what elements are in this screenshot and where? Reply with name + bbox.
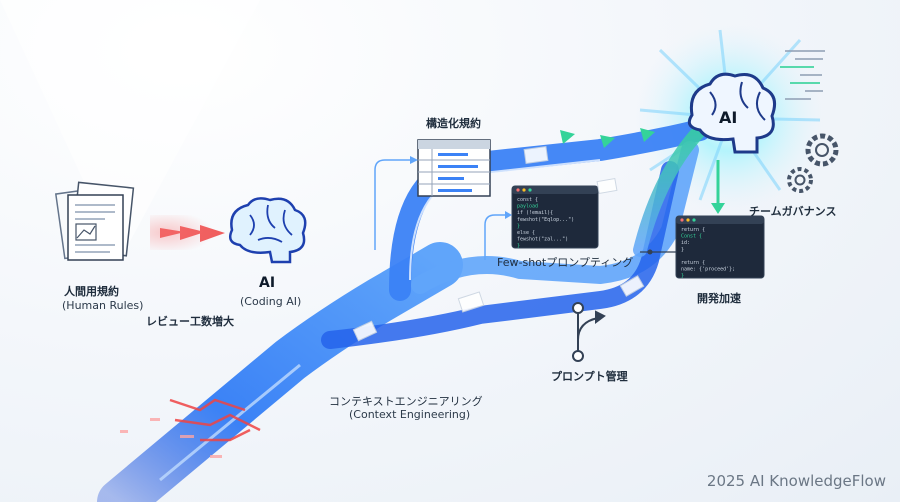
human-rules-label: 人間用規約 <box>64 285 119 298</box>
dev-code-panel: return { Const { id: } return { name: {'… <box>675 215 765 279</box>
coding-ai-label: (Coding AI) <box>240 295 302 308</box>
context-engineering-label: コンテキストエンジニアリング <box>329 395 483 408</box>
prompt-management-label: プロンプト管理 <box>551 370 628 383</box>
team-governance-label: チームガバナンス <box>749 205 837 218</box>
context-engineering-en-label: (Context Engineering) <box>349 408 471 421</box>
code-line: Const { <box>681 234 702 240</box>
code-line: name: {'proceed'}; <box>681 267 735 273</box>
code-line: } <box>517 223 520 229</box>
green-arrows <box>560 128 655 148</box>
watermark: 2025 AI KnowledgeFlow <box>706 472 886 490</box>
branch-icon <box>572 302 606 362</box>
brain-icon-left <box>229 197 307 264</box>
few-shot-label: Few-shotプロンプティング <box>497 256 634 269</box>
context-road-trunk <box>97 242 463 502</box>
few-shot-code-panel: const { payload if (!email){ fewshot("Eq… <box>511 185 599 249</box>
code-line: payload <box>517 204 538 210</box>
code-line: } <box>517 243 520 249</box>
code-line: id: <box>681 240 690 246</box>
road-lower <box>321 161 679 349</box>
review-increase-label: レビュー工数増大 <box>146 315 234 328</box>
code-line: return { <box>681 260 705 266</box>
structured-rules-label: 構造化規約 <box>426 117 481 130</box>
code-line: } <box>681 273 684 279</box>
code-line: } <box>681 247 684 253</box>
code-line: return { <box>681 227 705 233</box>
code-line: if (!email){ <box>517 210 553 216</box>
brain-icon-right <box>687 72 776 154</box>
gear-icon <box>787 133 839 193</box>
human-rules-en-label: (Human Rules) <box>62 299 144 312</box>
code-line: else { <box>517 230 535 236</box>
code-line: const { <box>517 197 538 203</box>
ai-right-label: AI <box>719 108 738 127</box>
structured-rules-table-icon <box>417 139 491 197</box>
documents-icon <box>54 181 135 261</box>
ai-left-label: AI <box>259 275 276 291</box>
code-line: fewshot("Eqlop...") <box>517 217 574 223</box>
dev-speed-label: 開発加速 <box>697 292 741 305</box>
red-data-stream <box>169 398 261 442</box>
green-stream <box>633 118 712 257</box>
code-line: fewshot("zal...") <box>517 237 568 243</box>
